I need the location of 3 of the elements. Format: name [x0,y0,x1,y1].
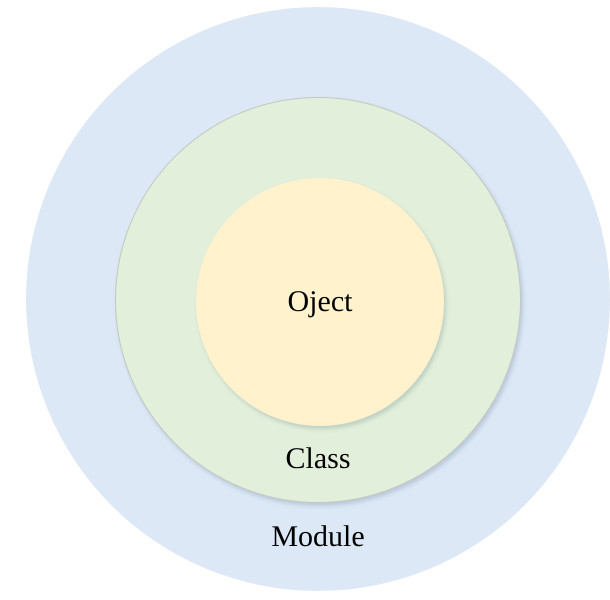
circle-label: Class [285,442,350,476]
circle-label: Module [271,520,365,554]
circle-label: Oject [288,285,352,319]
